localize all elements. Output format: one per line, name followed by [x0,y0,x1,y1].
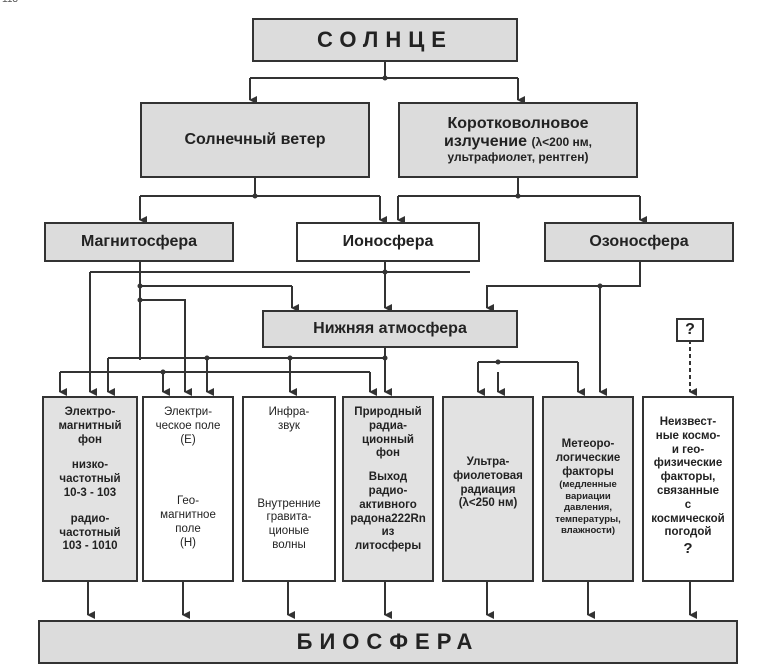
ultraviolet-column: Ультра- фиолетовая радиация (λ<250 нм) [442,396,534,582]
em-l4: низко- [71,459,109,472]
meteo-l5: вариации [565,490,611,502]
unknown-factors-column: Неизвест- ные космо- и гео- физические ф… [642,396,734,582]
meteo-l4: (медленные [559,479,617,491]
uv-l3: радиация [460,483,516,496]
shortwave-line2: излучение [444,133,528,151]
infra-l3: Внутренние [257,497,321,510]
meteo-l7: температуры, [555,513,621,525]
lower-atmosphere-label: Нижняя атмосфера [313,319,467,337]
radiation-l1: Природный [354,406,422,418]
ozonosphere-label: Озоносфера [589,232,689,250]
uv-l2: фиолетовая [453,469,523,482]
unknown-l7: с [684,498,692,511]
radiation-l6: радио- [368,484,408,497]
electric-l3: (E) [180,433,196,446]
uv-l1: Ультра- [466,456,510,468]
shortwave-radiation-box: Коротковолновое излучение (λ<200 нм, уль… [398,102,638,178]
radiation-l2: радиа- [368,419,407,432]
shortwave-line1: Коротковолновое [447,114,589,132]
uv-l4: (λ<250 нм) [458,497,518,510]
infrasound-column: Инфра- звук Внутренние гравита- ционые в… [242,396,336,582]
unknown-l9: погодой [664,526,712,539]
em-l7: радио- [70,512,110,525]
radiation-l5: Выход [368,471,408,484]
unknown-l4: физические [653,457,723,470]
electric-l6: поле [175,522,201,535]
meteo-l3: факторы [562,465,614,478]
radiation-l7: активного [359,498,417,511]
lower-atmosphere-box: Нижняя атмосфера [262,310,518,348]
radiation-l8: радона222Rn [350,512,426,525]
shortwave-line3: (λ<200 нм, [531,135,592,150]
electromagnetic-background-column: Электро- магнитный фон низко- частотный … [42,396,138,582]
electric-l5: магнитное [160,509,216,522]
question-mark-label: ? [685,320,695,338]
em-l2: магнитный [58,419,122,432]
em-l5: частотный [59,473,121,486]
em-l8: частотный [59,526,121,539]
meteo-l1: Метеоро- [561,438,615,450]
infra-l4: гравита- [266,511,312,524]
unknown-l10: ? [683,540,693,558]
electric-l4: Гео- [176,495,200,508]
meteo-l6: давления, [564,502,612,514]
unknown-l1: Неизвест- [659,416,717,428]
electric-l7: (H) [180,536,196,549]
shortwave-line4: ультрафиолет, рентген) [447,150,589,165]
ozonosphere-box: Озоносфера [544,222,734,262]
unknown-l3: и гео- [671,443,705,456]
unknown-l6: связанные [656,484,720,497]
page-number: 113 [2,0,18,5]
natural-radiation-column: Природный радиа- ционный фон Выход радио… [342,396,434,582]
infra-l1: Инфра- [268,406,310,418]
em-l1: Электро- [64,406,116,418]
infra-l2: звук [278,419,300,432]
electric-l2: ческое поле [155,419,221,432]
biosphere-label: БИОСФЕРА [296,629,480,655]
magnetosphere-box: Магнитосфера [44,222,234,262]
radiation-l4: фон [376,447,400,460]
em-l3: фон [78,433,102,446]
ionosphere-label: Ионосфера [342,232,434,250]
radiation-l10: литосферы [354,540,422,553]
radiation-l3: ционный [362,433,414,446]
biosphere-box: БИОСФЕРА [38,620,738,664]
radiation-l9: из [381,526,395,539]
unknown-l2: ные космо- [655,429,721,442]
electric-field-column: Электри- ческое поле (E) Гео- магнитное … [142,396,234,582]
sun-box: СОЛНЦЕ [252,18,518,62]
sun-label: СОЛНЦЕ [317,27,453,53]
solar-wind-box: Солнечный ветер [140,102,370,178]
unknown-source-box: ? [676,318,704,342]
infra-l6: волны [272,538,306,551]
electric-l1: Электри- [163,406,213,418]
meteo-l2: логические [555,451,621,464]
solar-wind-label: Солнечный ветер [184,130,326,148]
magnetosphere-label: Магнитосфера [80,232,198,250]
em-l6: 10-3 - 103 [63,486,117,499]
meteo-l8: влажности) [560,524,616,536]
em-l9: 103 - 1010 [62,540,118,553]
unknown-l8: космической [651,512,725,525]
infra-l5: ционые [268,525,310,538]
unknown-l5: факторы, [660,471,716,484]
ionosphere-box: Ионосфера [296,222,480,262]
meteorological-factors-column: Метеоро- логические факторы (медленные в… [542,396,634,582]
